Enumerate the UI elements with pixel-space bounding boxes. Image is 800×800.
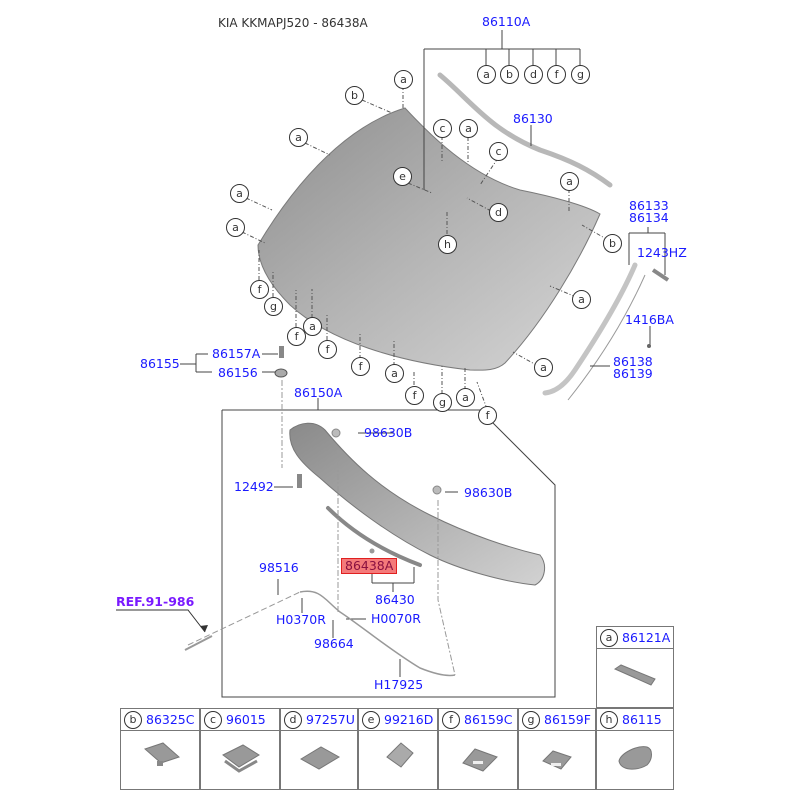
windshield-glass	[257, 107, 601, 371]
callout: d	[489, 203, 508, 222]
callout: f	[478, 406, 497, 425]
reference-link[interactable]: REF.91-986	[116, 594, 195, 609]
part-86134[interactable]: 86134	[629, 210, 669, 225]
clip-d-icon	[300, 746, 340, 770]
part-1243HZ[interactable]: 1243HZ	[637, 245, 687, 260]
callout: a	[385, 364, 404, 383]
legend-letter: f	[442, 710, 460, 729]
part-86438A-highlighted[interactable]: 86438A	[341, 558, 398, 574]
legend-item-b: b 86325C	[120, 708, 200, 790]
part-86157A[interactable]: 86157A	[212, 346, 261, 361]
callout: f	[250, 280, 269, 299]
callout: g	[433, 393, 452, 412]
callout: f	[318, 340, 337, 359]
clip-f-icon	[462, 748, 498, 772]
cowl-panel	[289, 422, 546, 586]
part-H0070R[interactable]: H0070R	[371, 611, 421, 626]
legend-item-c: c 96015	[200, 708, 280, 790]
callout: a	[289, 128, 308, 147]
part-86156[interactable]: 86156	[218, 365, 258, 380]
cowl-weatherstrip	[326, 506, 422, 567]
part-86138[interactable]: 86138	[613, 354, 653, 369]
upper-molding	[437, 72, 613, 188]
washer-hose	[299, 590, 456, 677]
callout-86110A-a: a	[477, 65, 496, 84]
callout: g	[264, 297, 283, 316]
side-molding-2	[567, 274, 646, 401]
callout-86110A-d: d	[524, 65, 543, 84]
callout: a	[226, 218, 245, 237]
legend-part[interactable]: 86159F	[544, 712, 591, 727]
legend-letter: e	[362, 710, 380, 729]
part-86150A[interactable]: 86150A	[294, 385, 343, 400]
part-98516[interactable]: 98516	[259, 560, 299, 575]
clip-e-icon	[386, 742, 414, 768]
part-86130[interactable]: 86130	[513, 111, 553, 126]
legend-part[interactable]: 86115	[622, 712, 662, 727]
callout: h	[438, 235, 457, 254]
part-86155[interactable]: 86155	[140, 356, 180, 371]
legend-letter: b	[124, 710, 142, 729]
legend-item-f: f 86159C	[438, 708, 518, 790]
callout: a	[394, 70, 413, 89]
legend-item-a: a 86121A	[596, 626, 674, 708]
legend-letter: c	[204, 710, 222, 729]
legend-item-e: e 99216D	[358, 708, 438, 790]
legend-item-d: d 97257U	[280, 708, 358, 790]
side-molding	[542, 262, 638, 396]
callout-86110A-b: b	[500, 65, 519, 84]
part-H0370R[interactable]: H0370R	[276, 612, 326, 627]
callout: a	[459, 119, 478, 138]
part-86139[interactable]: 86139	[613, 366, 653, 381]
legend-part[interactable]: 96015	[226, 712, 266, 727]
callout-86110A-g: g	[571, 65, 590, 84]
legend-letter: h	[600, 710, 618, 729]
part-86133[interactable]: 86133	[629, 198, 669, 213]
legend-part[interactable]: 99216D	[384, 712, 434, 727]
clip-c-icon	[222, 744, 260, 773]
legend-letter: g	[522, 710, 540, 729]
callout: a	[560, 172, 579, 191]
callout: a	[456, 388, 475, 407]
part-98664[interactable]: 98664	[314, 636, 354, 651]
legend-item-g: g 86159F	[518, 708, 596, 790]
part-1416BA[interactable]: 1416BA	[625, 312, 674, 327]
callout: e	[393, 167, 412, 186]
callout: f	[287, 327, 306, 346]
part-12492[interactable]: 12492	[234, 479, 274, 494]
callout: a	[534, 358, 553, 377]
legend-part[interactable]: 97257U	[306, 712, 355, 727]
callout: a	[230, 184, 249, 203]
clip-h-icon	[618, 746, 652, 770]
callout: f	[405, 386, 424, 405]
part-86110A[interactable]: 86110A	[482, 14, 531, 29]
part-98630B-lower[interactable]: 98630B	[464, 485, 513, 500]
callout: b	[345, 86, 364, 105]
callout: b	[603, 234, 622, 253]
legend-item-h: h 86115	[596, 708, 674, 790]
callout: c	[489, 142, 508, 161]
callout: f	[351, 357, 370, 376]
callout: a	[572, 290, 591, 309]
legend-letter: a	[600, 628, 618, 647]
clip-a-icon	[613, 664, 656, 686]
diagram-title: KIA KKMAPJ520 - 86438A	[218, 16, 368, 30]
part-H17925[interactable]: H17925	[374, 677, 424, 692]
legend-part[interactable]: 86121A	[622, 630, 671, 645]
callout: c	[433, 119, 452, 138]
legend-part[interactable]: 86159C	[464, 712, 513, 727]
part-86430[interactable]: 86430	[375, 592, 415, 607]
legend-letter: d	[284, 710, 302, 729]
clip-b-icon	[144, 742, 180, 766]
clip-g-icon	[542, 750, 572, 770]
part-98630B-upper[interactable]: 98630B	[364, 425, 413, 440]
callout-86110A-f: f	[547, 65, 566, 84]
legend-part[interactable]: 86325C	[146, 712, 195, 727]
callout: a	[303, 317, 322, 336]
